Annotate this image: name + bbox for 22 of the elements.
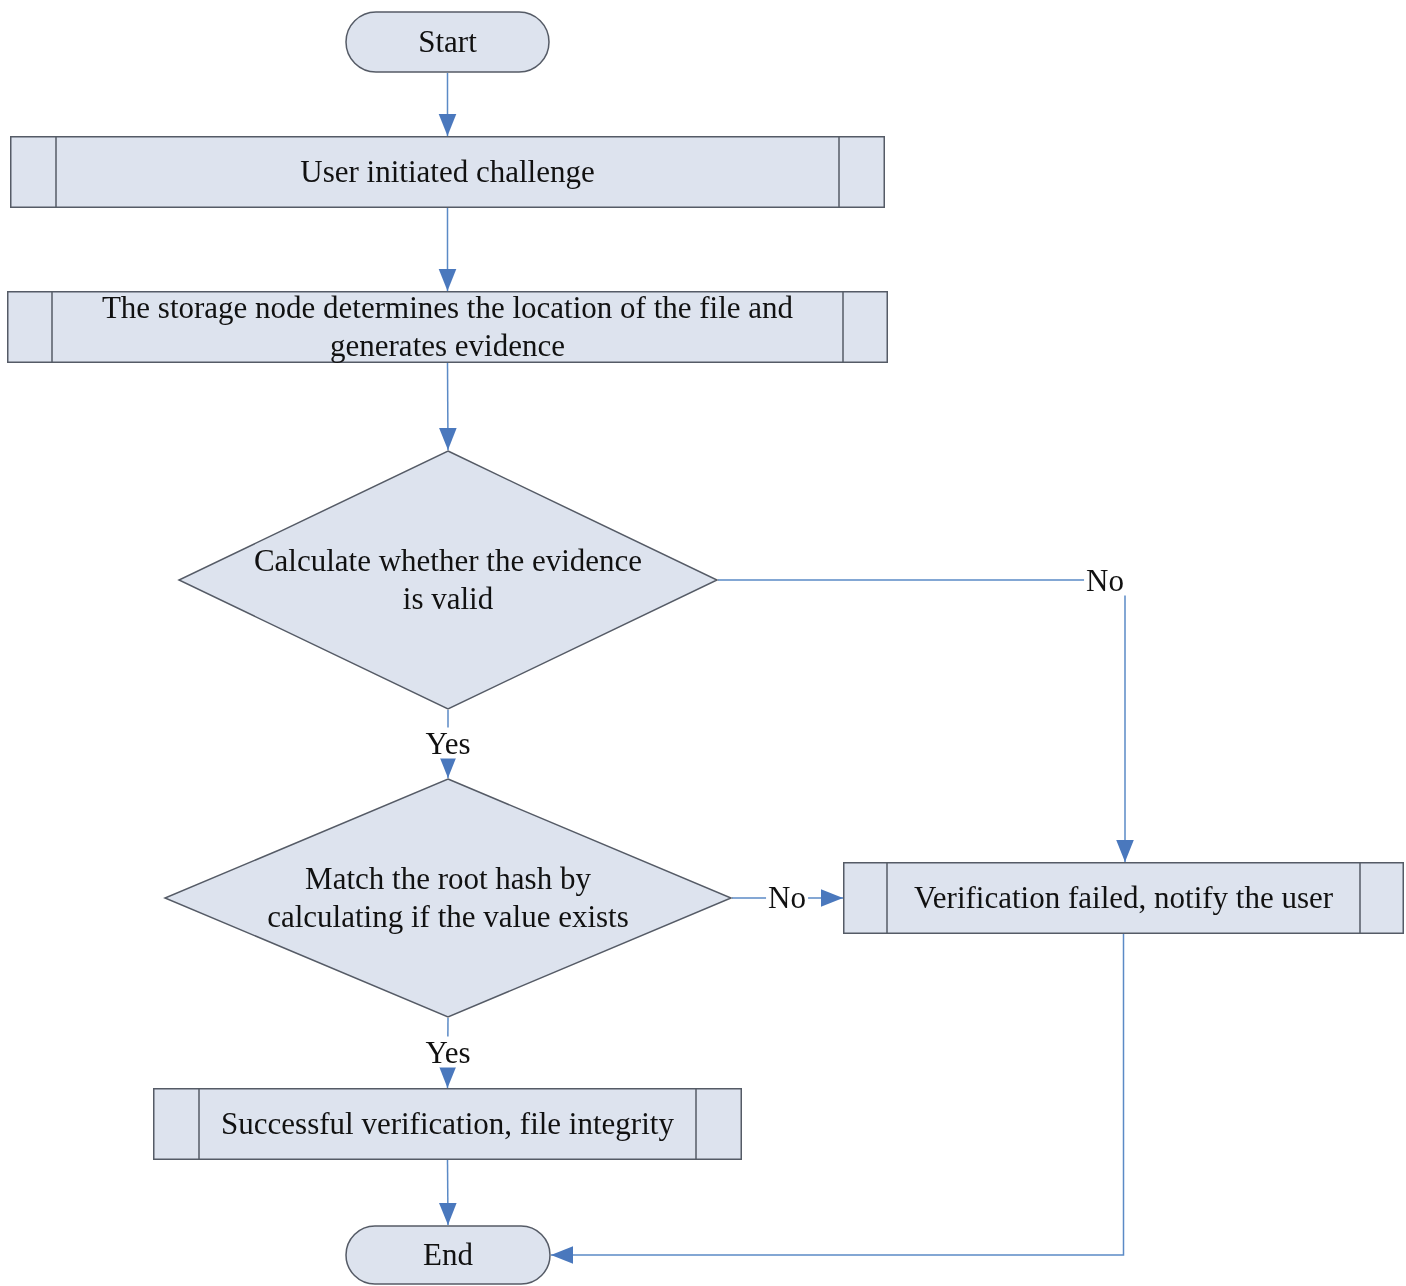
decision-diamond: [164, 778, 732, 1018]
predefined-process-box: [153, 1088, 742, 1160]
node-label: Start: [417, 23, 478, 61]
node-label: User initiated challenge: [299, 153, 596, 191]
arrow: [438, 207, 457, 292]
arrow: [717, 579, 1134, 863]
predefined-process-box: [843, 862, 1404, 934]
node-label: Successful verification, file integrity: [220, 1105, 675, 1143]
edge-label: Yes: [423, 727, 473, 759]
node-label: Verification failed, notify the user: [912, 879, 1335, 917]
arrow: [550, 933, 1125, 1264]
edge-label: Yes: [423, 1036, 473, 1068]
arrow: [438, 72, 457, 137]
node-label: End: [422, 1236, 474, 1274]
predefined-process-box: [10, 136, 885, 208]
predefined-process-box: [7, 291, 888, 363]
arrow: [439, 1159, 457, 1226]
arrow: [439, 362, 457, 451]
node-label: Calculate whether the evidence is valid: [252, 542, 644, 618]
node-label: Match the root hash by calculating if the value exists: [266, 860, 630, 936]
node-label: The storage node determines the location of the file and generates evidence: [100, 289, 795, 365]
decision-diamond: [178, 450, 718, 710]
